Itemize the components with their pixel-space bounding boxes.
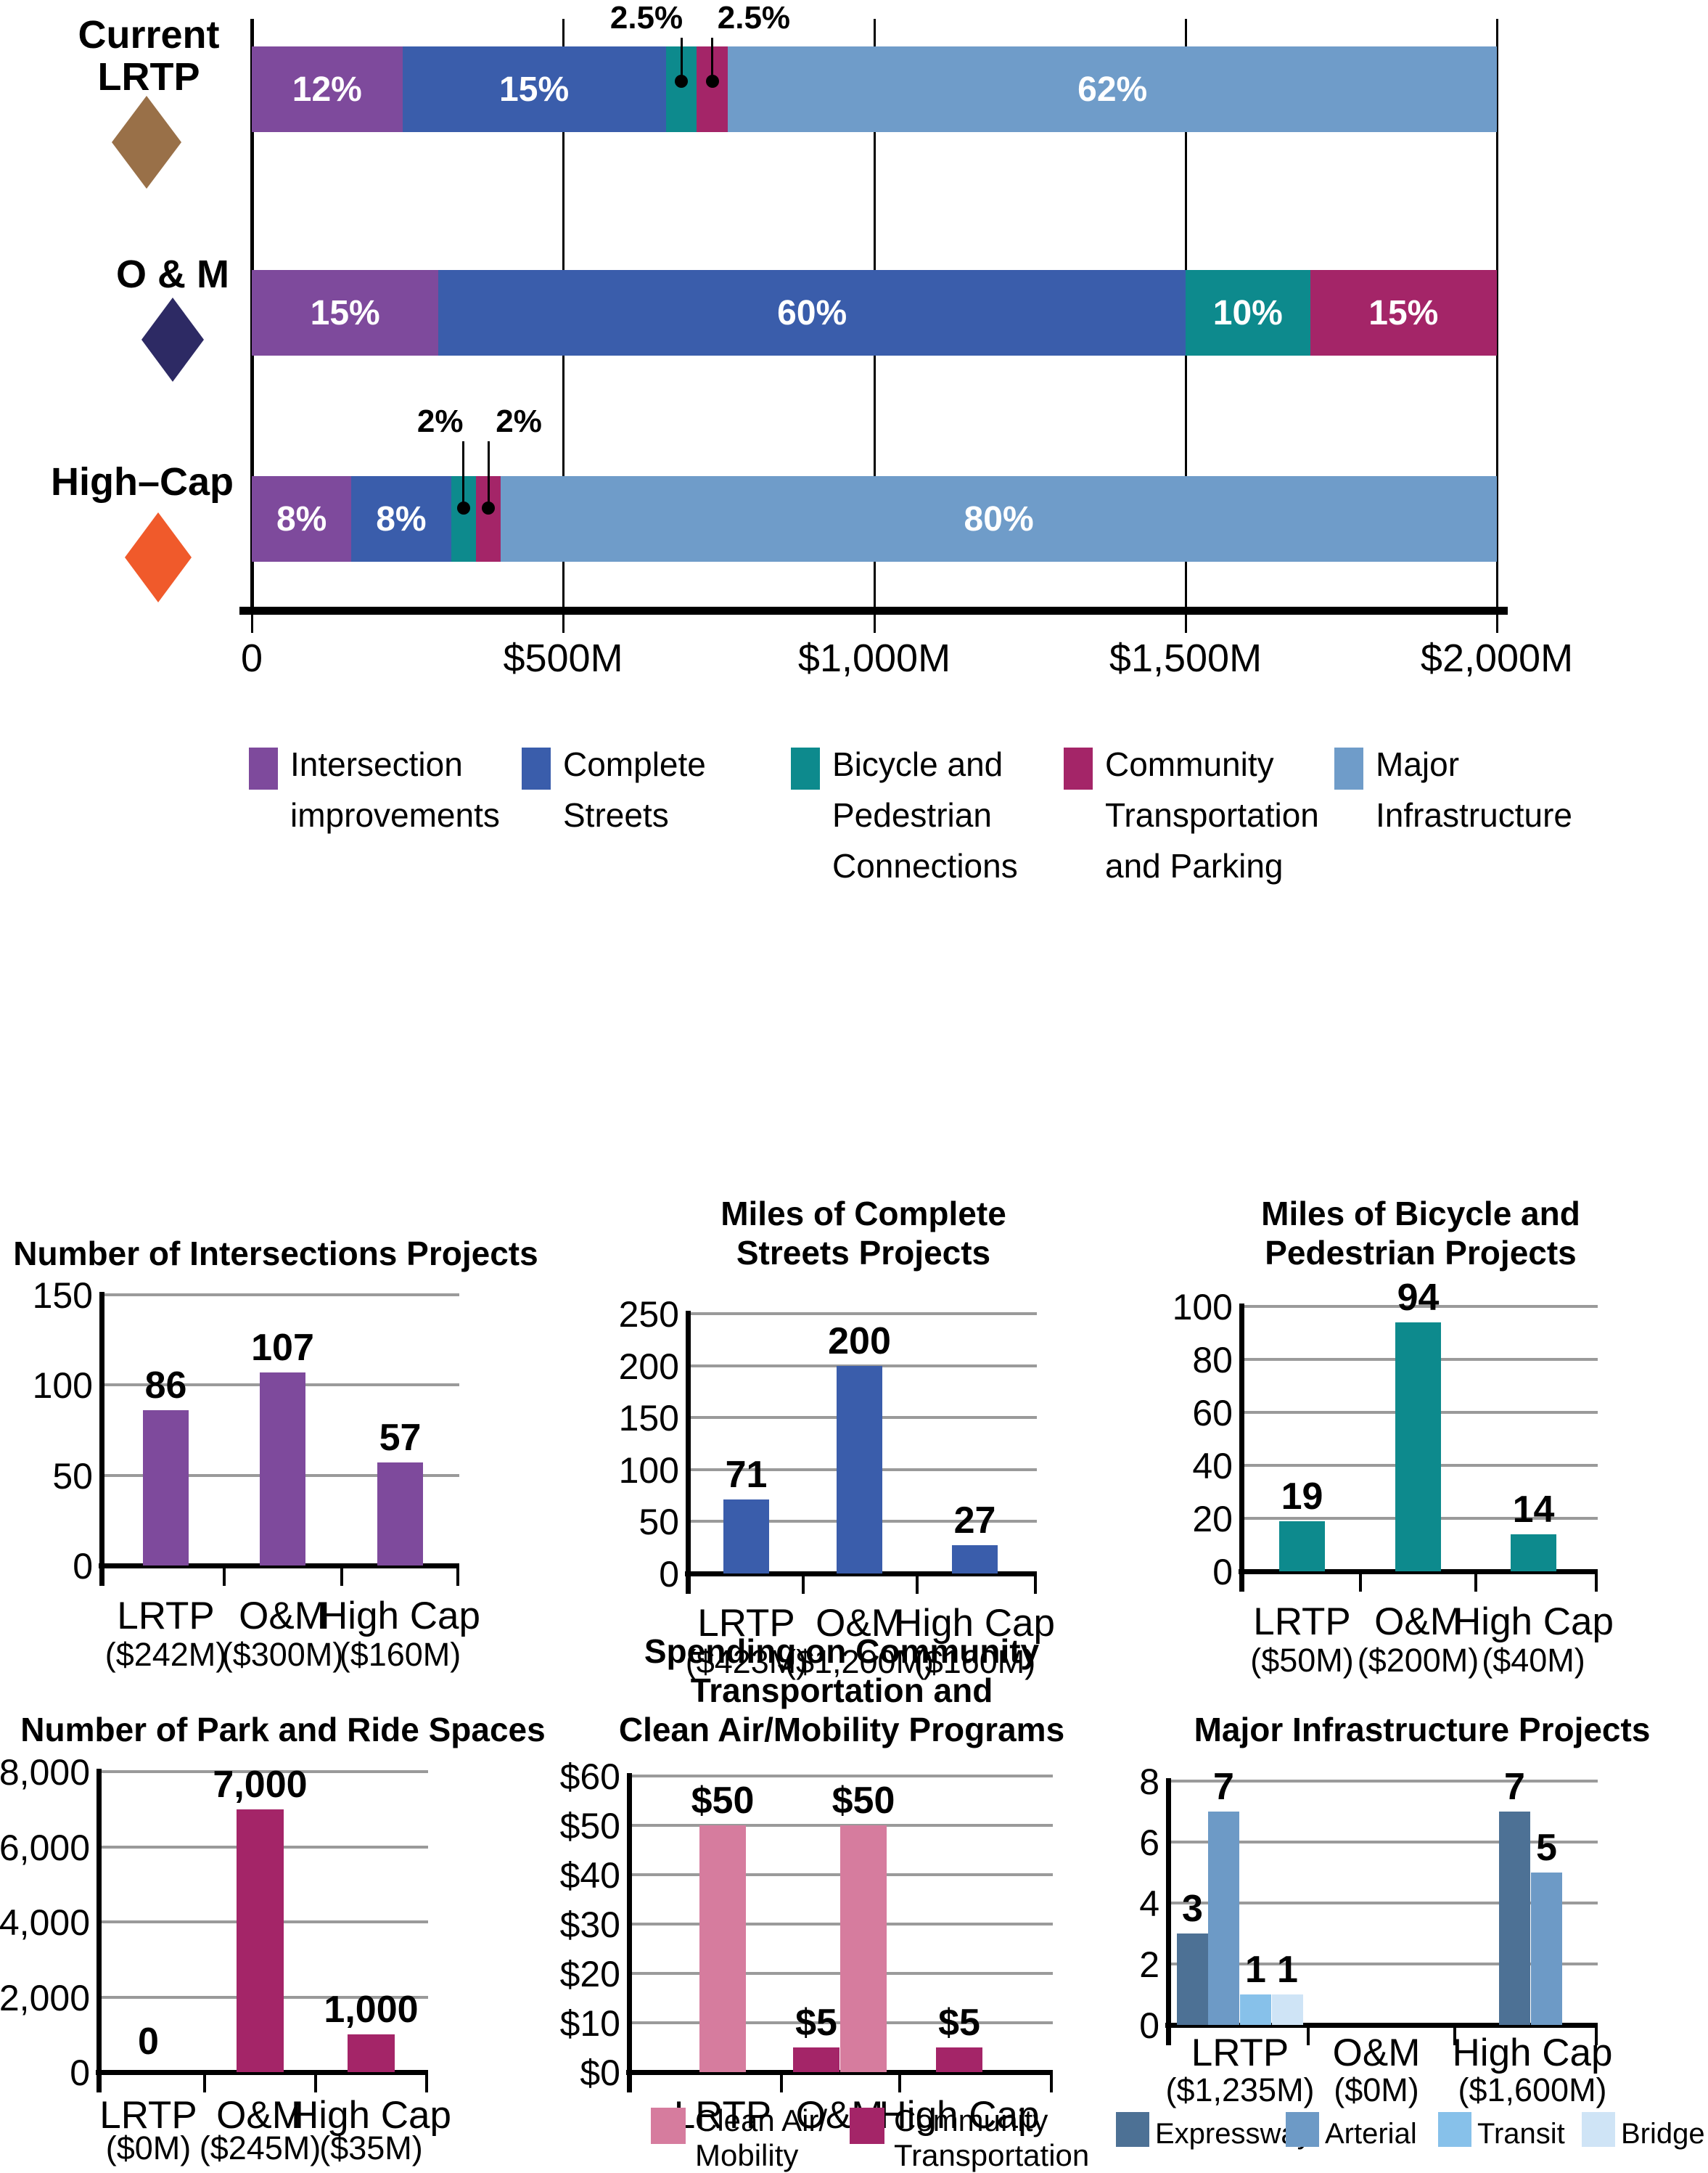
callout-leader-line (462, 441, 465, 508)
scenario-diamond-icon (125, 512, 192, 602)
callout-label: 2% (496, 404, 542, 439)
legend-swatch-arterial (1286, 2112, 1319, 2147)
legend-label: Connections (832, 847, 1018, 885)
x-axis-tick (562, 615, 564, 633)
legend-label: Infrastructure (1376, 796, 1572, 834)
legend-label: Community (1105, 745, 1274, 783)
row-label: High–Cap (50, 460, 234, 504)
x-axis-tick-label: $1,000M (797, 637, 951, 680)
legend-label: Transportation (1105, 796, 1319, 834)
callout-leader-line (487, 441, 490, 508)
bar-segment: 12% (252, 46, 403, 132)
row-label: LRTP (97, 55, 200, 99)
legend-label: improvements (290, 796, 500, 834)
legend-label: Complete (563, 745, 706, 783)
callout-label: 2.5% (609, 0, 683, 36)
bar-segment-label: 15% (499, 70, 570, 109)
bar-segment-label: 8% (276, 499, 327, 539)
x-axis-tick-label: $2,000M (1420, 637, 1574, 680)
bar-segment: 8% (252, 476, 352, 562)
legend-label: Transportation (894, 2138, 1090, 2172)
bar-segment-label: 8% (376, 499, 427, 539)
legend-label: Bridge (1621, 2118, 1705, 2150)
legend-swatch-magenta (1064, 748, 1093, 790)
x-axis-tick-label: $500M (503, 637, 623, 680)
bar-segment: 15% (402, 46, 666, 132)
legend-label: Major (1376, 745, 1460, 783)
legend-label: Mobility (695, 2138, 799, 2172)
legend-label: Bicycle and (832, 745, 1003, 783)
bar-segment: 15% (252, 270, 439, 356)
bar-segment-label: 12% (292, 70, 362, 109)
legend-label: Transit (1477, 2118, 1565, 2150)
legend-swatch-teal (791, 748, 820, 790)
bar-segment-label: 10% (1212, 293, 1283, 332)
callout-dot (705, 75, 719, 88)
legend-swatch-magenta (850, 2108, 884, 2144)
legend-swatch-expressway (1116, 2112, 1149, 2147)
x-axis-line (239, 607, 1508, 615)
legend-label: Intersection (290, 745, 463, 783)
bar-segment: 62% (728, 46, 1497, 132)
bar-segment: 15% (1310, 270, 1497, 356)
legend-label: and Parking (1105, 847, 1284, 885)
bar-segment: 8% (351, 476, 451, 562)
bar-segment-label: 15% (310, 293, 380, 332)
x-axis-tick-label: 0 (240, 637, 263, 680)
x-axis-tick (1184, 615, 1187, 633)
legend-label: Expressway (1155, 2118, 1312, 2150)
row-label: O & M (116, 253, 229, 296)
scenario-diamond-icon (141, 298, 204, 382)
bar-segment: 10% (1186, 270, 1310, 356)
callout-dot (482, 502, 496, 515)
legend-swatch-blue (522, 748, 551, 790)
callout-dot (675, 75, 689, 88)
callout-leader-line (711, 38, 714, 81)
x-axis-tick (250, 615, 253, 633)
legend-label: Pedestrian (832, 796, 992, 834)
bar-segment: 80% (501, 476, 1497, 562)
legend-swatch-pink (651, 2108, 686, 2144)
bar-segment-label: 80% (964, 499, 1034, 539)
bar-segment-label: 62% (1077, 70, 1148, 109)
legend-swatch-purple (249, 748, 278, 790)
legend-swatch-lightblue (1334, 748, 1363, 790)
legend-swatch-bridge (1582, 2112, 1615, 2147)
small-bar-charts (0, 914, 1708, 2153)
callout-label: 2.5% (717, 0, 791, 36)
vertical-gridline (1495, 19, 1498, 614)
legend-label: Clean Air/ (695, 2103, 828, 2137)
callout-dot (456, 502, 470, 515)
legend-label: Community (894, 2103, 1048, 2137)
legend-label: Arterial (1325, 2118, 1417, 2150)
bar-segment: 60% (438, 270, 1186, 356)
x-axis-tick (873, 615, 876, 633)
callout-label: 2% (416, 404, 464, 439)
row-label: Current (78, 13, 220, 57)
legend-swatch-transit (1438, 2112, 1471, 2147)
x-axis-tick-label: $1,500M (1109, 637, 1262, 680)
x-axis-tick (1495, 615, 1498, 633)
bar-segment-label: 15% (1368, 293, 1439, 332)
bar-segment-label: 60% (777, 293, 847, 332)
legend-label: Streets (563, 796, 669, 834)
scenario-diamond-icon (112, 96, 181, 189)
callout-leader-line (680, 38, 683, 81)
